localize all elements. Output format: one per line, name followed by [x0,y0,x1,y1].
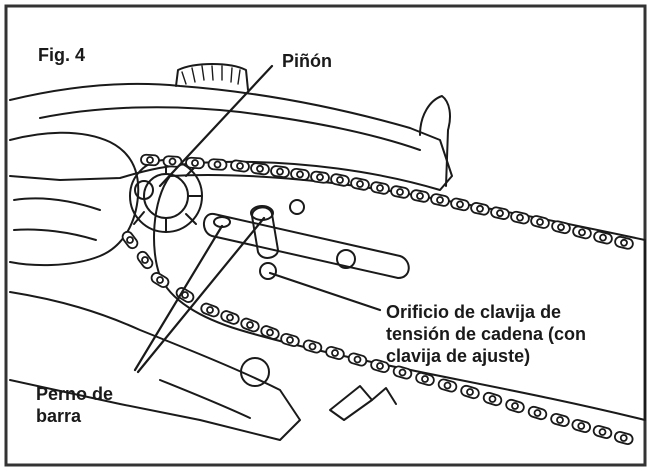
chain-rivet [599,233,607,242]
chain-rivet [598,428,607,436]
chain-rivet [511,402,519,410]
chain-rivet [286,336,294,344]
chain-rivet [556,416,564,424]
sprocket-center [134,180,154,200]
chain-rivet [456,200,464,209]
chain-rivet [316,173,324,182]
chain-rivet [353,355,362,364]
saw-cover [9,82,453,191]
chain-rivet [466,388,474,396]
chain-rivet [516,213,524,222]
leader-pinon [158,64,274,188]
chain-rivet [181,291,189,299]
callout-bolt-line-1: Perno de [36,384,114,404]
chain-rivet [376,362,384,370]
knob-grip [181,65,241,85]
chain-rivet [536,218,544,226]
chain-rivet [376,184,384,192]
callout-sprocket: Piñón [282,51,332,71]
callout-tension-line-1: Orificio de clavija de [386,302,562,322]
sprocket-teeth [133,159,203,233]
chain-rivet [146,156,154,164]
chain-rivet [246,321,254,329]
chain-rivet [226,313,234,322]
chain-rivet [308,342,317,351]
callout-tension-pin-hole: Orificio de clavija de tensión de cadena… [386,301,586,367]
guide-bar [153,173,646,421]
chain-rivet [191,159,199,167]
chain-rivet [356,180,364,188]
callout-bar-bolt: Perno de barra [36,383,113,427]
chain-lower-run [121,230,634,445]
lower-housing [9,291,301,441]
chain-rivet [168,157,177,166]
bar-rivet-1 [289,199,305,215]
chain-rivet [421,375,429,383]
figure-frame [4,4,647,467]
callout-bolt-line-2: barra [36,406,82,426]
chain-rivet [213,160,222,169]
housing-edge [159,379,251,419]
chain-rivet [156,276,164,284]
chain-rivet [620,238,628,247]
chain-rivet [476,204,484,213]
chain-rivet [578,228,586,237]
figure-number: Fig. 4 [38,45,86,65]
housing-bolt [240,357,270,387]
chain-rivet [236,162,244,170]
finger-line-1 [13,197,101,211]
chain-rivet [619,434,628,442]
chain-brake-arm [419,95,451,187]
finger-line-2 [13,228,97,241]
chain-rivet [443,381,452,390]
chain-rivet [296,170,304,179]
callout-tension-line-2: tensión de cadena (con [386,324,587,344]
chain-rivet [206,306,214,314]
cover-inner-edge [39,106,421,151]
leader-perno-2 [136,216,266,374]
bar-bolt-post [251,206,279,259]
chain-rivet [396,188,404,196]
bumper-edge [371,387,397,405]
chain-rivet [256,164,264,173]
tension-pin-hole [259,262,277,280]
callout-tension-line-3: clavija de ajuste) [386,346,531,366]
chain-rivet [336,176,344,184]
chain-rivet [126,236,134,244]
chain-rivet [266,328,274,337]
chain-rivet [141,256,149,264]
chain-rivet [488,395,497,403]
chain-rivet [533,409,542,417]
tension-knob [175,63,249,91]
chain-rivet [398,368,407,377]
chain-rivet [276,167,284,176]
bumper-spike [329,385,373,421]
leader-orificio [268,271,382,312]
chain-upper-run [140,153,634,250]
leader-perno-1 [133,224,224,372]
chain-rivet [331,349,339,357]
bar-rivet-2 [336,249,356,269]
chain-rivet [577,422,586,430]
chain-rivet [416,192,424,200]
chain-rivet [496,209,504,218]
chain-rivet [557,223,565,232]
chain-rivet [436,196,444,204]
bar-slot [203,212,410,279]
